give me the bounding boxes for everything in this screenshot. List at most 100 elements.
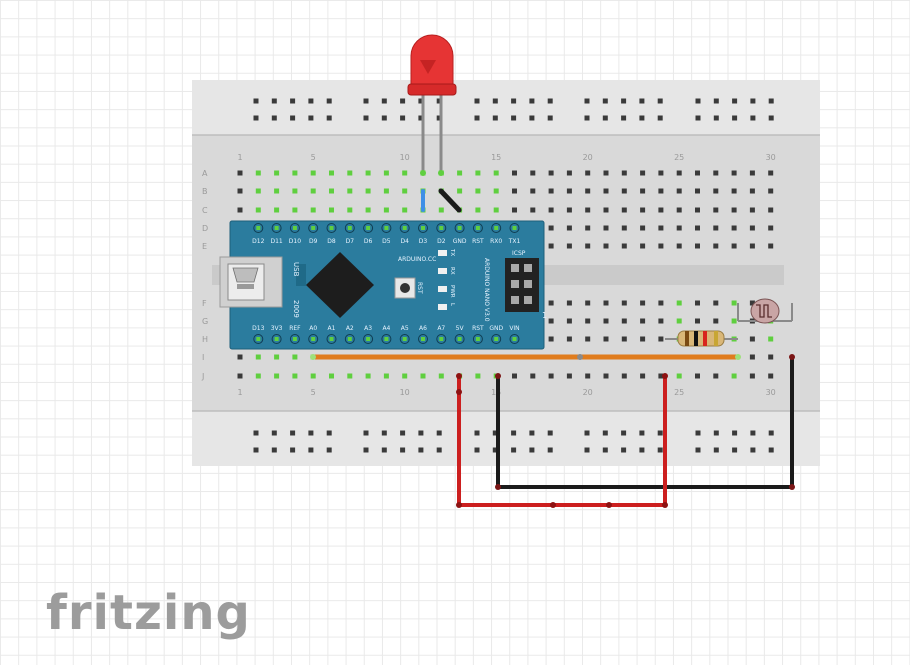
arduino-pin[interactable] <box>292 226 297 230</box>
arduino-pin[interactable] <box>494 226 499 230</box>
breadboard-hole[interactable] <box>695 243 700 249</box>
breadboard-hole[interactable] <box>365 207 371 213</box>
breadboard-hole[interactable] <box>585 243 591 249</box>
rail-hole[interactable] <box>511 447 517 453</box>
breadboard-hole[interactable] <box>255 354 261 360</box>
breadboard-hole[interactable] <box>658 225 664 231</box>
rail-hole[interactable] <box>621 430 627 436</box>
breadboard-hole[interactable] <box>310 188 316 194</box>
breadboard-hole[interactable] <box>493 188 499 194</box>
breadboard-hole[interactable] <box>274 207 280 213</box>
breadboard-hole[interactable] <box>548 225 554 231</box>
breadboard-hole[interactable] <box>621 373 627 379</box>
breadboard-hole[interactable] <box>731 243 737 249</box>
breadboard-hole[interactable] <box>731 170 737 176</box>
breadboard-hole[interactable] <box>658 188 664 194</box>
rail-hole[interactable] <box>474 447 480 453</box>
breadboard-hole[interactable] <box>603 225 609 231</box>
arduino-pin[interactable] <box>512 337 517 341</box>
breadboard-hole[interactable] <box>383 170 389 176</box>
arduino-pin[interactable] <box>402 337 407 341</box>
breadboard-hole[interactable] <box>255 207 261 213</box>
rail-hole[interactable] <box>511 430 517 436</box>
rail-hole[interactable] <box>657 447 663 453</box>
arduino-pin[interactable] <box>256 226 261 230</box>
breadboard-hole[interactable] <box>237 373 243 379</box>
arduino-pin[interactable] <box>347 337 352 341</box>
rail-hole[interactable] <box>732 98 738 104</box>
breadboard-hole[interactable] <box>329 207 334 213</box>
breadboard-hole[interactable] <box>585 336 591 342</box>
breadboard-hole[interactable] <box>640 170 646 176</box>
rail-hole[interactable] <box>695 430 701 436</box>
rail-hole[interactable] <box>363 447 369 453</box>
breadboard-hole[interactable] <box>658 300 664 306</box>
rail-hole[interactable] <box>436 447 442 453</box>
arduino-pin[interactable] <box>457 226 462 230</box>
rail-hole[interactable] <box>547 430 553 436</box>
breadboard-hole[interactable] <box>292 188 298 194</box>
photoresistor[interactable] <box>737 298 793 324</box>
rail-hole[interactable] <box>400 98 406 104</box>
rail-hole[interactable] <box>750 115 756 121</box>
arduino-pin[interactable] <box>366 337 371 341</box>
breadboard-hole[interactable] <box>713 243 719 249</box>
breadboard-hole[interactable] <box>768 207 774 213</box>
rail-hole[interactable] <box>381 98 387 104</box>
breadboard-hole[interactable] <box>713 170 719 176</box>
arduino-pin[interactable] <box>311 337 316 341</box>
breadboard-hole[interactable] <box>566 336 572 342</box>
breadboard-hole[interactable] <box>475 207 481 213</box>
rail-hole[interactable] <box>418 447 424 453</box>
rail-hole[interactable] <box>326 430 332 436</box>
rail-hole[interactable] <box>768 115 774 121</box>
rail-hole[interactable] <box>253 115 259 121</box>
breadboard-hole[interactable] <box>530 373 536 379</box>
rail-hole[interactable] <box>602 115 608 121</box>
rail-hole[interactable] <box>657 98 663 104</box>
breadboard-hole[interactable] <box>749 243 755 249</box>
breadboard-hole[interactable] <box>237 354 243 360</box>
breadboard-hole[interactable] <box>310 207 316 213</box>
rail-hole[interactable] <box>750 430 756 436</box>
breadboard-hole[interactable] <box>603 170 609 176</box>
breadboard-hole[interactable] <box>658 318 664 324</box>
rail-hole[interactable] <box>271 430 277 436</box>
rail-hole[interactable] <box>474 98 480 104</box>
breadboard-hole[interactable] <box>566 225 572 231</box>
arduino-pin[interactable] <box>384 337 389 341</box>
arduino-pin[interactable] <box>439 226 444 230</box>
rail-hole[interactable] <box>732 430 738 436</box>
rail-hole[interactable] <box>363 115 369 121</box>
breadboard-hole[interactable] <box>731 318 737 324</box>
rail-hole[interactable] <box>713 98 719 104</box>
breadboard-hole[interactable] <box>603 243 609 249</box>
breadboard-hole[interactable] <box>292 373 298 379</box>
arduino-pin[interactable] <box>402 226 407 230</box>
rail-hole[interactable] <box>584 115 590 121</box>
breadboard-hole[interactable] <box>493 207 499 213</box>
breadboard-hole[interactable] <box>402 207 408 213</box>
breadboard-hole[interactable] <box>695 373 700 379</box>
arduino-pin[interactable] <box>256 337 261 341</box>
breadboard-hole[interactable] <box>695 225 700 231</box>
breadboard-hole[interactable] <box>768 336 774 342</box>
breadboard-hole[interactable] <box>457 188 463 194</box>
breadboard-hole[interactable] <box>566 207 572 213</box>
rail-hole[interactable] <box>290 430 296 436</box>
breadboard-hole[interactable] <box>493 170 499 176</box>
breadboard-hole[interactable] <box>640 373 646 379</box>
breadboard-hole[interactable] <box>768 243 774 249</box>
breadboard-hole[interactable] <box>237 188 243 194</box>
rail-hole[interactable] <box>253 98 259 104</box>
rail-hole[interactable] <box>511 115 517 121</box>
rail-hole[interactable] <box>326 98 332 104</box>
breadboard-hole[interactable] <box>640 207 646 213</box>
breadboard-hole[interactable] <box>292 207 298 213</box>
breadboard-hole[interactable] <box>530 188 536 194</box>
breadboard-hole[interactable] <box>676 225 682 231</box>
breadboard-hole[interactable] <box>548 243 554 249</box>
breadboard-hole[interactable] <box>658 170 664 176</box>
breadboard-hole[interactable] <box>292 354 298 360</box>
rail-hole[interactable] <box>768 430 774 436</box>
